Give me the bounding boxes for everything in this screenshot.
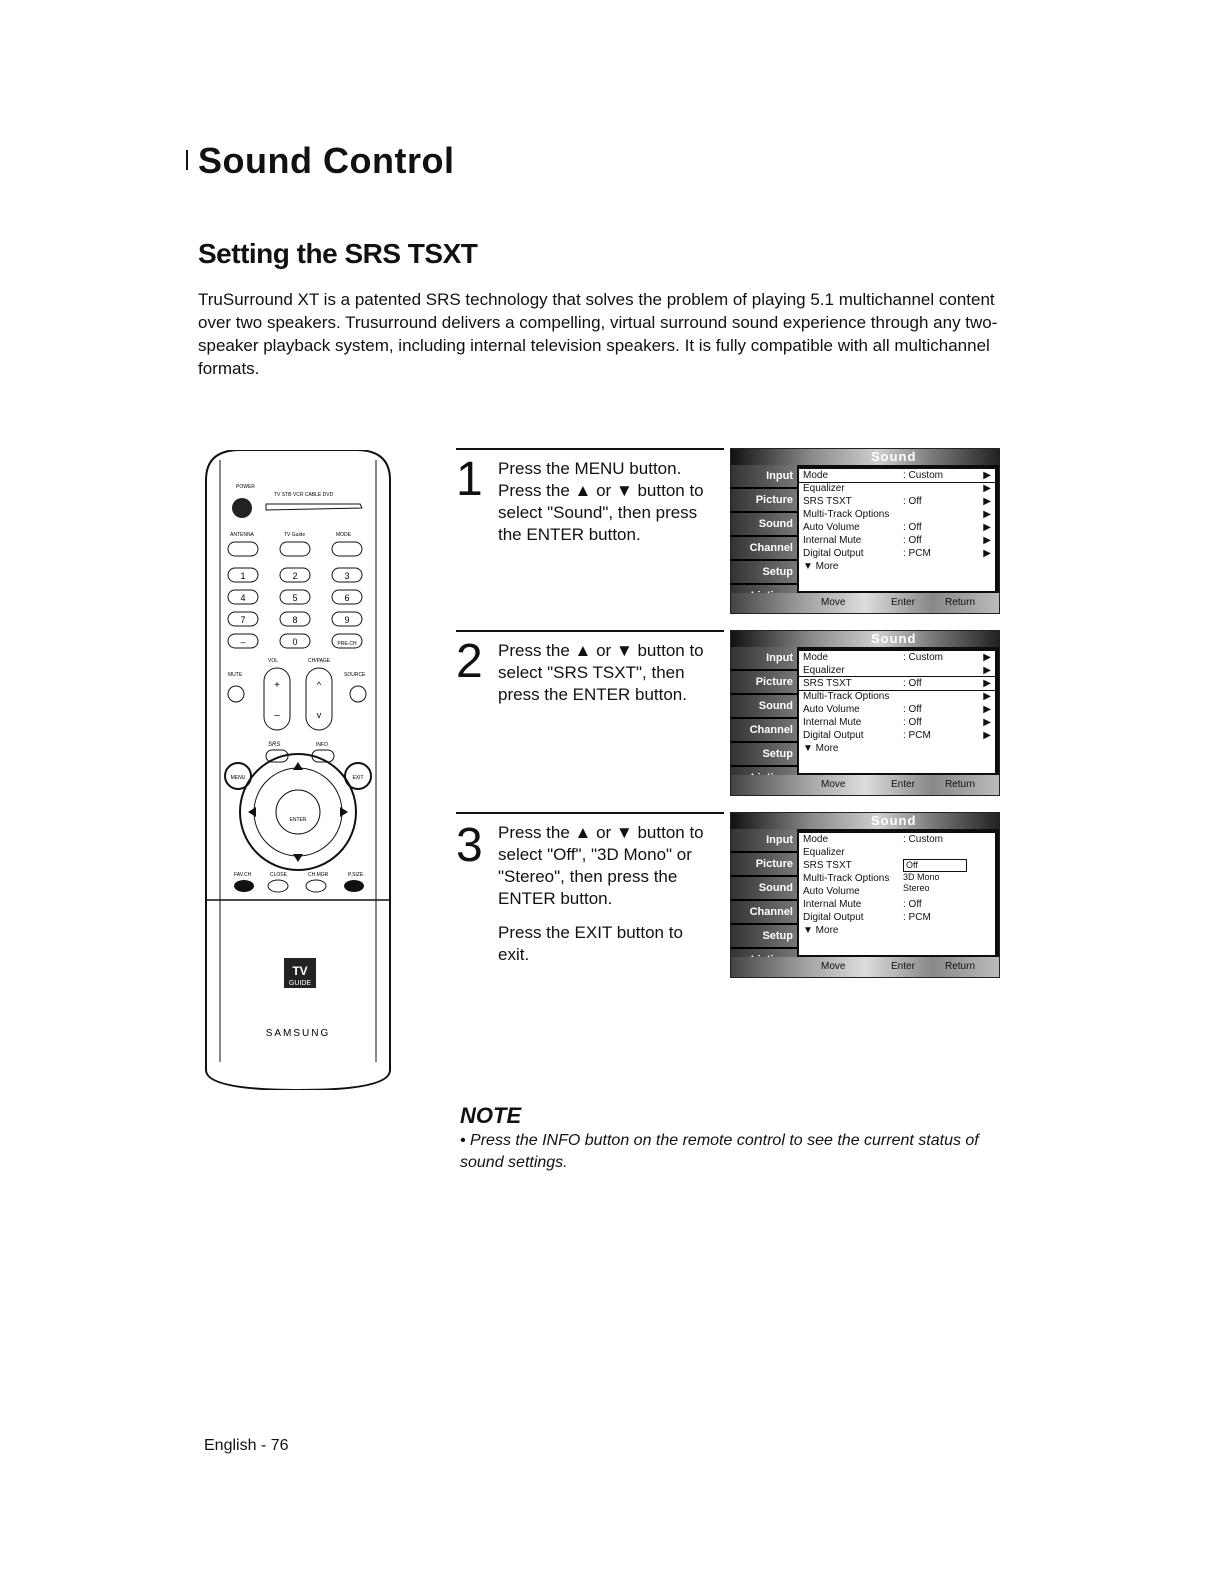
svg-text:^: ^: [317, 680, 322, 690]
vol-label: VOL: [268, 658, 278, 664]
source-label: SOURCE: [344, 672, 366, 678]
mode-label: MODE: [336, 532, 352, 538]
page-footer: English - 76: [204, 1437, 289, 1454]
antenna-label: ANTENNA: [230, 532, 255, 538]
remote-control-illustration: POWER TV STB VCR CABLE DVD ANTENNA TV Gu…: [205, 450, 391, 1090]
svg-text:CLOSE: CLOSE: [270, 872, 288, 878]
step-3-text: Press the ▲ or ▼ button to select "Off",…: [498, 822, 718, 978]
svg-text:MENU: MENU: [231, 775, 246, 781]
svg-text:PRE-CH: PRE-CH: [337, 641, 357, 647]
exit-button: [344, 762, 372, 790]
step-2-rule: [456, 630, 724, 632]
svg-text:+: +: [274, 680, 280, 691]
brand-logo: SAMSUNG: [266, 1028, 331, 1039]
menu-row-srs-tsxt: SRS TSXT: Off▶: [798, 676, 996, 691]
step-3-number: 3: [456, 819, 483, 872]
ch-label: CH/PAGE: [308, 658, 331, 664]
title-marker: [186, 150, 188, 170]
svg-text:TV: TV: [292, 964, 307, 978]
menu-button: [224, 762, 252, 790]
volume-rocker: [263, 667, 291, 731]
svg-text:8: 8: [292, 615, 297, 625]
step-2-text: Press the ▲ or ▼ button to select "SRS T…: [498, 641, 704, 704]
step-3-exit-text: Press the EXIT button to exit.: [498, 923, 683, 964]
svg-text:2: 2: [292, 571, 297, 581]
step-1-text: Press the MENU button. Press the ▲ or ▼ …: [498, 459, 704, 544]
srs-label: SRS: [268, 742, 280, 748]
svg-text:ENTER: ENTER: [290, 817, 307, 823]
intro-paragraph: TruSurround XT is a patented SRS technol…: [198, 290, 998, 378]
power-label: POWER: [236, 484, 255, 490]
numeric-keypad: 1 2 3 4 5 6 7 8 9 – 0 PRE-CH: [227, 567, 363, 649]
svg-text:3: 3: [344, 571, 349, 581]
nav-ring: [239, 753, 357, 871]
svg-text:FAV.CH: FAV.CH: [234, 872, 252, 878]
power-button: [232, 498, 252, 518]
enter-button: [275, 789, 321, 835]
section-subtitle: Setting the SRS TSXT: [198, 238, 478, 269]
tvguide-label: TV Guide: [284, 532, 305, 538]
svg-text:–: –: [240, 637, 245, 647]
step-1-rule: [456, 448, 724, 450]
svg-text:5: 5: [292, 593, 297, 603]
source-row-label: TV STB VCR CABLE DVD: [274, 492, 334, 498]
step-2-number: 2: [456, 635, 483, 688]
tv-guide-logo: [284, 958, 316, 988]
mute-label: MUTE: [228, 672, 243, 678]
page-title: Sound Control: [198, 140, 455, 181]
svg-text:P.SIZE: P.SIZE: [348, 872, 364, 878]
svg-text:EXIT: EXIT: [352, 775, 363, 781]
svg-text:4: 4: [240, 593, 245, 603]
svg-text:0: 0: [292, 637, 297, 647]
srs-options-popup: Off 3D Mono Stereo: [903, 859, 973, 894]
step-1-number: 1: [456, 453, 483, 506]
info-label: INFO: [316, 742, 328, 748]
channel-rocker: [305, 667, 333, 731]
svg-text:v: v: [317, 710, 322, 720]
svg-text:9: 9: [344, 615, 349, 625]
svg-text:7: 7: [240, 615, 245, 625]
note-heading: NOTE: [460, 1103, 522, 1128]
svg-text:–: –: [274, 710, 280, 721]
svg-text:CH.MGR: CH.MGR: [308, 872, 329, 878]
note-text: • Press the INFO button on the remote co…: [460, 1132, 979, 1171]
svg-text:6: 6: [344, 593, 349, 603]
svg-text:1: 1: [240, 571, 245, 581]
svg-text:GUIDE: GUIDE: [289, 980, 312, 987]
menu-row-mode: Mode: Custom▶: [798, 468, 996, 483]
step-3-rule: [456, 812, 724, 814]
